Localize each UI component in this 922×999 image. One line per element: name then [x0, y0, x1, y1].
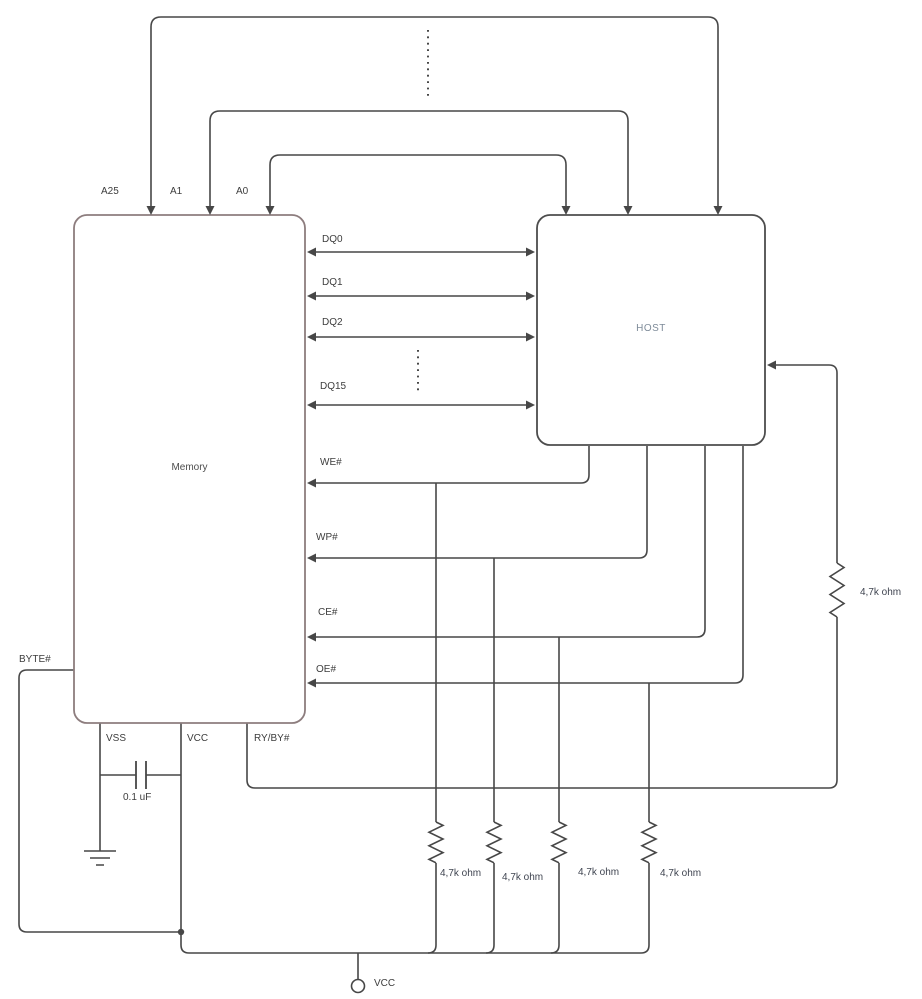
- label-dq15: DQ15: [320, 381, 347, 392]
- resistor-oe: [640, 821, 658, 864]
- resistor-wp: [485, 821, 503, 864]
- label-oe: OE#: [316, 664, 337, 675]
- wire-a1: [209, 110, 629, 213]
- label-byte: BYTE#: [19, 654, 51, 665]
- wire-vcc-rail: [180, 723, 650, 954]
- label-a25: A25: [101, 186, 119, 197]
- wire-a0: [269, 154, 567, 213]
- label-vcc-terminal: VCC: [374, 978, 396, 989]
- wire-pullup-wp-lower: [485, 863, 495, 954]
- label-capacitor: 0.1 uF: [123, 792, 152, 803]
- wire-pullup-we-lower: [427, 863, 437, 954]
- label-ce: CE#: [318, 607, 338, 618]
- wire-ryby-lower: [246, 617, 838, 789]
- label-a1: A1: [170, 186, 183, 197]
- junction-dot-byte-vcc: [177, 928, 185, 936]
- label-dq0: DQ0: [322, 234, 343, 245]
- wire-we: [309, 446, 590, 484]
- label-resistor-ce: 4,7k ohm: [578, 867, 620, 878]
- label-ryby: RY/BY#: [254, 733, 290, 744]
- label-resistor-we: 4,7k ohm: [440, 868, 482, 879]
- vcc-terminal-circle: [350, 978, 366, 994]
- host-block-label: HOST: [636, 323, 666, 334]
- wire-pullup-ce-lower: [550, 863, 560, 954]
- label-wp: WP#: [316, 532, 338, 543]
- memory-block-label: Memory: [171, 462, 208, 473]
- label-dq1: DQ1: [322, 277, 343, 288]
- wire-a25: [150, 16, 719, 213]
- memory-block: [73, 214, 306, 724]
- wire-ryby-upper: [769, 364, 838, 563]
- label-resistor-oe: 4,7k ohm: [660, 868, 702, 879]
- label-a0: A0: [236, 186, 249, 197]
- arrowheads: [146, 206, 776, 688]
- label-resistor-wp: 4,7k ohm: [502, 872, 544, 883]
- capacitor-plates: [135, 761, 147, 789]
- resistor-ryby: [828, 562, 846, 618]
- wire-ce: [309, 446, 706, 638]
- resistor-ce: [550, 821, 568, 864]
- label-vss: VSS: [106, 733, 127, 744]
- wire-wp: [309, 446, 648, 559]
- label-resistor-ryby: 4,7k ohm: [860, 587, 902, 598]
- resistor-we: [427, 821, 445, 864]
- label-vcc-pin: VCC: [187, 733, 209, 744]
- ground-symbol: [84, 850, 116, 866]
- label-we: WE#: [320, 457, 342, 468]
- wire-byte: [18, 669, 181, 933]
- host-block: [536, 214, 766, 446]
- wire-oe: [309, 446, 744, 684]
- label-dq2: DQ2: [322, 317, 343, 328]
